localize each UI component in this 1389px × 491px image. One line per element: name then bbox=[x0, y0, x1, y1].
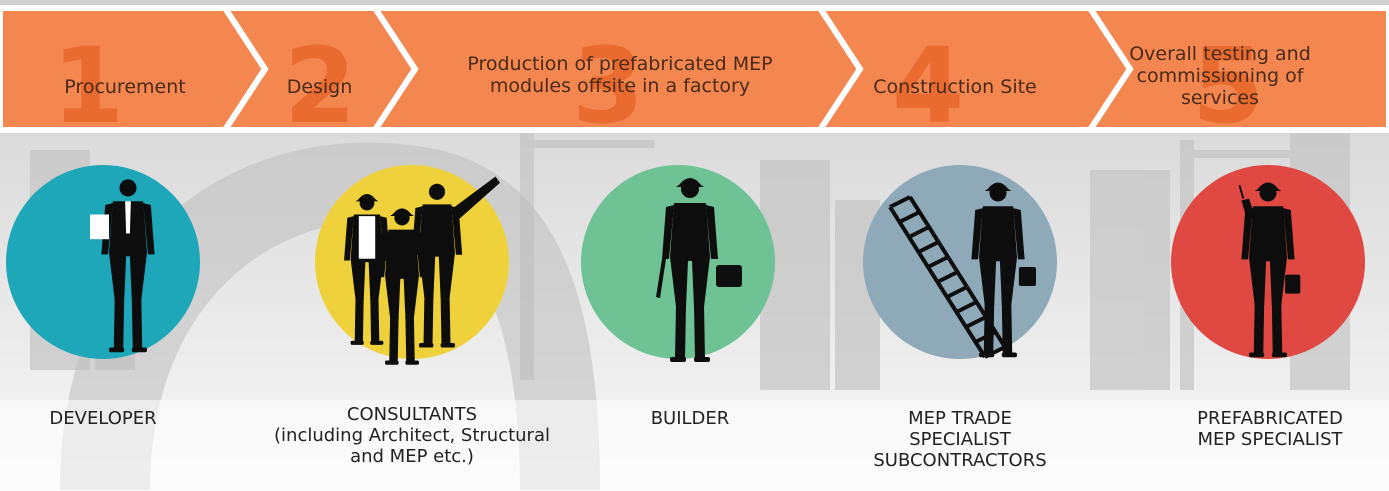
stage-number: 1 bbox=[52, 25, 124, 147]
role-label-line: and MEP etc.) bbox=[350, 446, 474, 467]
builder-figure bbox=[656, 178, 742, 362]
role-circle bbox=[6, 165, 200, 359]
builder-icon bbox=[656, 178, 742, 362]
developer-figure bbox=[90, 179, 155, 353]
stage-label: Construction Site bbox=[873, 75, 1037, 98]
role-circle bbox=[1171, 165, 1365, 359]
role-label-line: (including Architect, Structural bbox=[274, 425, 550, 446]
stage-chevron-5: 5 bbox=[1084, 5, 1389, 147]
process-chevrons: 1 2 3 4 5 bbox=[0, 5, 1389, 147]
stage-number: 2 bbox=[284, 25, 356, 147]
role-4 bbox=[863, 165, 1057, 359]
stage-number: 4 bbox=[892, 25, 964, 147]
drill-worker-icon bbox=[1238, 182, 1301, 358]
ladder bbox=[888, 195, 1007, 359]
role-1 bbox=[6, 165, 200, 359]
role-label-line: SPECIALIST bbox=[909, 429, 1011, 450]
ladder-worker-icon bbox=[888, 182, 1036, 359]
stage-label: Production of prefabricated MEP modules … bbox=[467, 53, 773, 97]
role-label-line: SUBCONTRACTORS bbox=[873, 450, 1047, 471]
role-label-line: CONSULTANTS bbox=[346, 404, 478, 425]
stage-label: Procurement bbox=[64, 75, 186, 98]
role-label-line: DEVELOPER bbox=[49, 408, 157, 429]
role-label-line: BUILDER bbox=[650, 408, 730, 429]
stage-label: Design bbox=[286, 75, 353, 98]
role-circle bbox=[863, 165, 1057, 359]
role-3 bbox=[581, 165, 775, 362]
worker-figure bbox=[971, 182, 1036, 358]
stage-chevron-3: 3 bbox=[369, 5, 864, 147]
role-label: BUILDER bbox=[520, 408, 860, 429]
role-2 bbox=[315, 165, 509, 365]
stage-number: 3 bbox=[572, 25, 644, 147]
stage-chevron-1: 1 bbox=[0, 5, 269, 147]
consultants-group-icon bbox=[344, 176, 500, 365]
businessman-icon bbox=[90, 179, 155, 353]
consultant-figure bbox=[411, 176, 500, 348]
consultant-figure bbox=[378, 208, 426, 365]
worker-figure bbox=[1238, 182, 1301, 358]
role-label-line: MEP SPECIALIST bbox=[1197, 429, 1343, 450]
role-label: DEVELOPER bbox=[0, 408, 273, 429]
role-label-line: PREFABRICATED bbox=[1197, 408, 1343, 429]
role-label: CONSULTANTS(including Architect, Structu… bbox=[242, 404, 582, 467]
role-5 bbox=[1171, 165, 1365, 359]
stage-label: Overall testing and commissioning of ser… bbox=[1129, 43, 1311, 109]
stage-chevron-2: 2 bbox=[219, 5, 419, 147]
stage-number: 5 bbox=[1192, 25, 1264, 147]
role-label-line: MEP TRADE bbox=[908, 408, 1012, 429]
chevron-shape bbox=[1084, 5, 1389, 133]
